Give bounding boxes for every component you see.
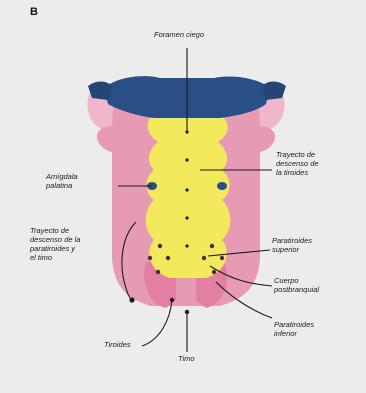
tiroides-marker (170, 298, 174, 302)
yellow-thyroid-tract (146, 118, 231, 278)
tract-dot-1 (185, 158, 188, 161)
label-foramen-ciego: Foramen ciego (154, 30, 204, 39)
tract-dot-2 (185, 188, 188, 191)
panel-letter: B (30, 8, 38, 17)
tract-dot-4 (185, 244, 188, 247)
label-cuerpo-postbranquial: Cuerpo postbranquial (274, 276, 319, 294)
label-trayecto-paratiroides: Trayecto de descenso de la paratiroides … (30, 226, 80, 262)
timo-marker (185, 310, 189, 314)
label-tiroides: Tiroides (104, 340, 131, 349)
label-paratiroides-superior: Paratiroides superior (272, 236, 312, 254)
label-trayecto-tiroides: Trayecto de descenso de la tiroides (276, 150, 319, 177)
label-timo: Timo (178, 354, 195, 363)
label-paratiroides-inferior: Paratiroides inferior (274, 320, 314, 338)
label-amigdala-palatina: Amígdala palatina (46, 172, 78, 190)
paratiroides-tract-marker (129, 297, 134, 302)
tract-dot-3 (185, 216, 188, 219)
amygdala-right-bud (217, 182, 227, 190)
